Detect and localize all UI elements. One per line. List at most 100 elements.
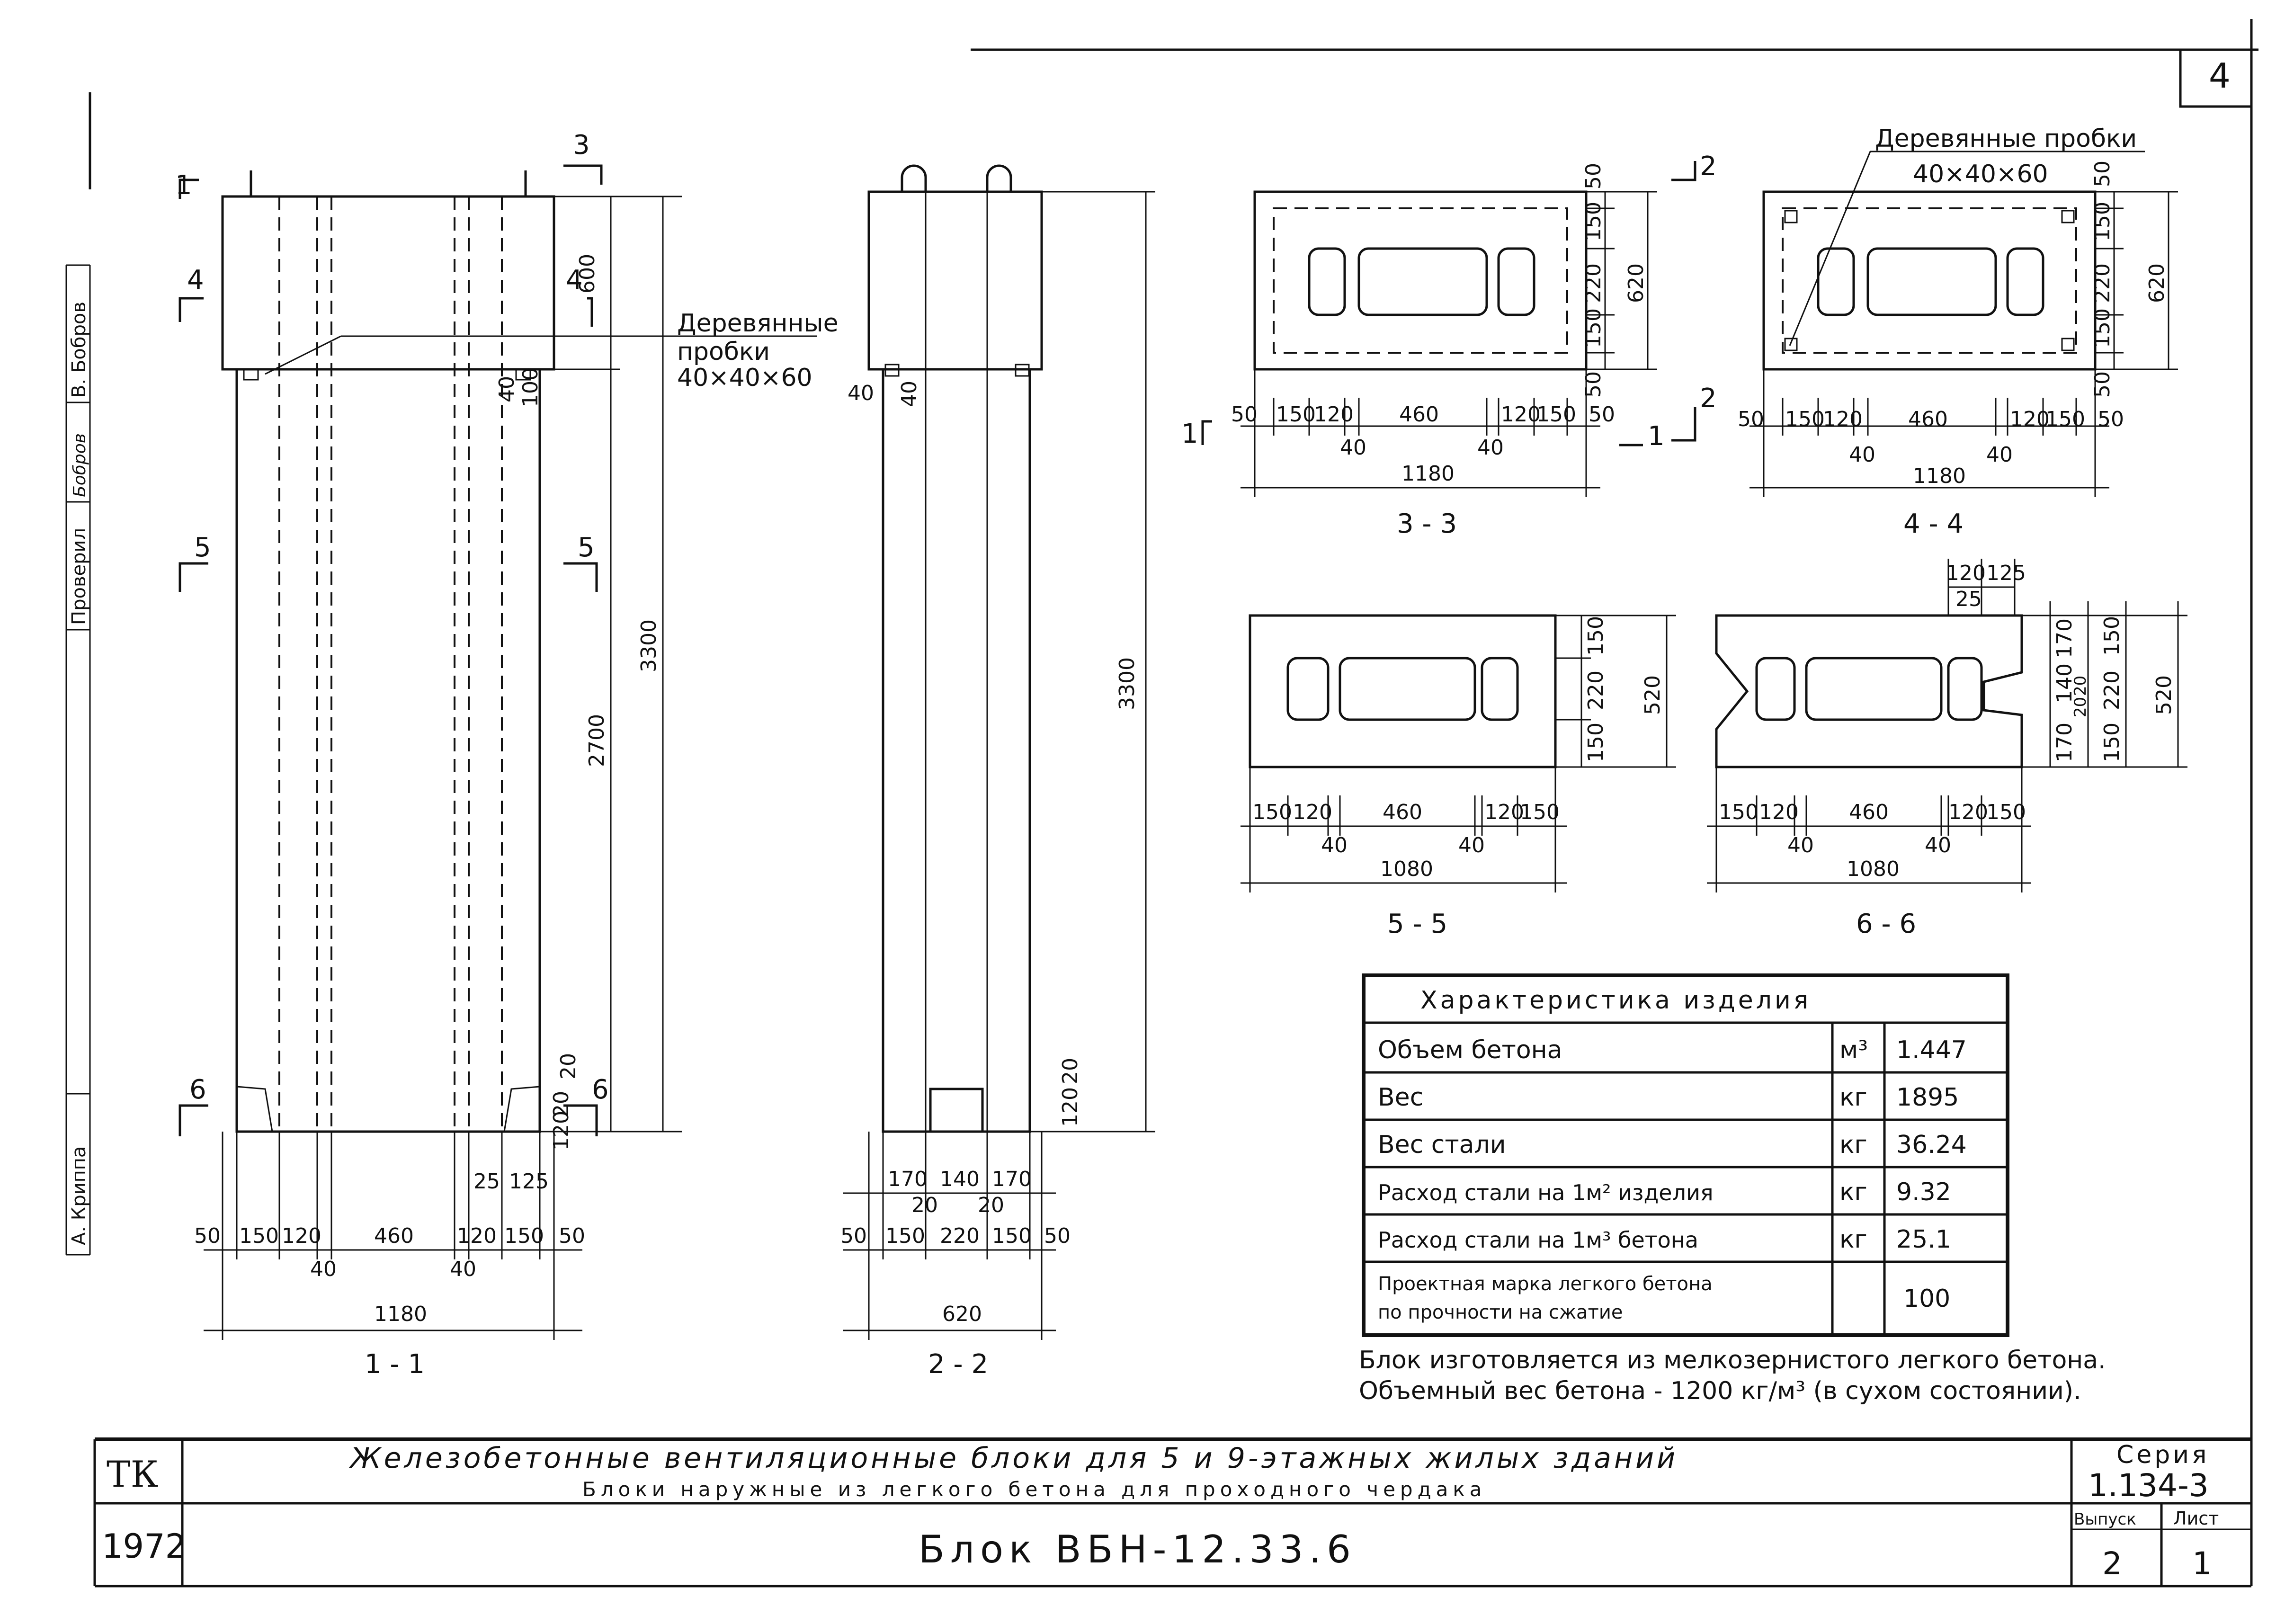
- svg-text:5: 5: [578, 532, 595, 563]
- checked-label: Проверил: [68, 528, 90, 625]
- dim-4-4-h1: 150: [1785, 407, 1825, 431]
- note-wood-plugs-4-size: 40×40×60: [1913, 160, 2048, 188]
- dim-2-2-sub1: 20: [978, 1193, 1004, 1217]
- dim-1-1-125: 125: [509, 1169, 549, 1194]
- label-section-6-6: 6 - 6: [1856, 909, 1916, 939]
- sheet-value: 1: [2192, 1545, 2212, 1582]
- row-0-unit: м³: [1839, 1036, 1868, 1064]
- dim-1-1-100: 100: [518, 367, 543, 407]
- svg-text:4: 4: [187, 265, 204, 295]
- notes: Блок изготовляется из мелкозернистого ле…: [1359, 1346, 2106, 1405]
- dim-3-3-h5: 150: [1536, 402, 1576, 427]
- issue-value: 2: [2102, 1545, 2122, 1582]
- dim-6-6-t0: 120: [1946, 561, 1986, 585]
- dim-1-1-600: 600: [575, 254, 599, 294]
- author-name: А. Криппа: [68, 1146, 90, 1245]
- side-stamp: Проверил Бобров В. Бобров А. Криппа: [65, 264, 91, 1256]
- dim-4-4-h0: 50: [1738, 407, 1764, 431]
- dim-1-1-25: 25: [473, 1169, 500, 1194]
- dim-2-2-t1: 140: [940, 1167, 980, 1191]
- label-section-5-5: 5 - 5: [1387, 909, 1447, 939]
- note-wood-plugs-4: Деревянные пробки: [1875, 125, 2137, 153]
- svg-text:4: 4: [566, 265, 583, 295]
- svg-text:2: 2: [1700, 151, 1717, 182]
- dim-6-6-sub1: 40: [1925, 833, 1951, 857]
- dim-3-3-v1: 150: [1581, 202, 1606, 241]
- title-main: Железобетонные вентиляционные блоки для …: [348, 1442, 1678, 1475]
- dim-4-4-h6: 50: [2098, 407, 2124, 431]
- label-section-3-3: 3 - 3: [1397, 509, 1457, 539]
- row-5-value: 100: [1903, 1285, 1950, 1313]
- dim-6-6-vi4: 170: [2053, 723, 2077, 762]
- dim-3-3-total: 1180: [1401, 462, 1455, 486]
- dim-5-5-v1: 220: [1584, 670, 1608, 710]
- dim-4-4-v0: 50: [2090, 161, 2115, 187]
- dim-2-2-h3: 150: [992, 1224, 1032, 1248]
- svg-text:1: 1: [1181, 419, 1198, 449]
- dim-1-1-h4: 120: [457, 1224, 497, 1248]
- dim-5-5-total: 1080: [1380, 857, 1433, 881]
- org-code: ТК: [107, 1453, 159, 1495]
- row-2-name: Вес стали: [1378, 1131, 1506, 1159]
- dim-4-4-h3: 460: [1908, 407, 1948, 431]
- checked-name: В. Бобров: [68, 302, 90, 398]
- section-6-6: 170 140 20 20 170 150 220 150 520 120 12…: [1707, 559, 2187, 939]
- dim-1-1-total: 1180: [374, 1302, 427, 1326]
- dim-1-1-3300: 3300: [637, 619, 661, 672]
- block-name: Блок ВБН-12.33.6: [919, 1527, 1357, 1571]
- dim-6-6-total-h: 520: [2152, 675, 2176, 715]
- dim-2-2-3300: 3300: [1115, 657, 1139, 710]
- issue-label: Выпуск: [2074, 1510, 2136, 1529]
- dim-4-4-v1: 150: [2090, 202, 2115, 241]
- dim-6-6-total: 1080: [1847, 857, 1900, 881]
- dim-3-3-v3: 150: [1581, 308, 1606, 348]
- section-2-2: 3300 40 40 20 120 170 140 170 20 20 50 1…: [840, 164, 1155, 1380]
- row-1-value: 1895: [1896, 1083, 1959, 1112]
- sheet-number: 4: [2209, 56, 2231, 96]
- dim-4-4-h5: 150: [2045, 407, 2085, 431]
- dim-5-5-sub0: 40: [1321, 833, 1348, 857]
- svg-text:2: 2: [1700, 383, 1717, 414]
- note-wood-plugs-1: Деревянные: [677, 309, 839, 338]
- section-1-1: 3 4 4 5 5 6 6 1 600 2700 3300 Деревянные…: [175, 130, 839, 1380]
- dim-2-2-h0: 50: [840, 1224, 867, 1248]
- row-5-name: Проектная марка легкого бетона: [1378, 1273, 1713, 1295]
- dim-6-6-h2: 460: [1849, 800, 1889, 824]
- dim-2-2-h2: 220: [940, 1224, 980, 1248]
- dim-2-2-total: 620: [942, 1302, 982, 1326]
- dim-3-3-h4: 120: [1501, 402, 1541, 427]
- row-3-unit: кг: [1839, 1178, 1867, 1206]
- dim-1-1-20a: 20: [556, 1053, 580, 1080]
- row-4-name: Расход стали на 1м³ бетона: [1378, 1227, 1698, 1253]
- dim-6-6-vi0: 170: [2053, 618, 2077, 658]
- dim-2-2-s1: 40: [897, 381, 921, 407]
- label-section-4-4: 4 - 4: [1903, 509, 1964, 539]
- dim-3-3-total-h: 620: [1624, 263, 1648, 303]
- dim-2-2-t2: 170: [992, 1167, 1032, 1191]
- row-1-name: Вес: [1378, 1083, 1423, 1112]
- title-block: ТК 1972 Железобетонные вентиляционные бл…: [95, 1437, 2251, 1586]
- dim-1-1-h2: 120: [282, 1224, 321, 1248]
- characteristics-table: Характеристика изделия Объем бетона м³ 1…: [1362, 973, 2009, 1337]
- dim-6-6-h1: 120: [1759, 800, 1799, 824]
- section-4-4: Деревянные пробки 40×40×60 50 150 220 15…: [1738, 125, 2178, 539]
- dim-2-2-s0: 40: [848, 381, 874, 405]
- svg-text:3: 3: [573, 130, 590, 161]
- row-0-value: 1.447: [1896, 1036, 1967, 1064]
- dim-6-6-vi3: 20: [2071, 697, 2090, 717]
- svg-text:1: 1: [1648, 421, 1665, 452]
- dim-2-2-t0: 170: [888, 1167, 928, 1191]
- dim-1-1-sub1: 40: [450, 1257, 476, 1281]
- dim-4-4-sub0: 40: [1849, 443, 1875, 467]
- dim-3-3-sub1: 40: [1477, 436, 1504, 460]
- dim-5-5-total-h: 520: [1641, 675, 1665, 715]
- svg-text:6: 6: [592, 1074, 609, 1105]
- dim-2-2-s2: 20: [1058, 1058, 1082, 1084]
- dim-1-1-20b: 20: [549, 1091, 573, 1117]
- dim-5-5-h4: 150: [1520, 800, 1560, 824]
- dim-4-4-sub1: 40: [1986, 443, 2013, 467]
- label-section-1-1: 1 - 1: [365, 1349, 425, 1380]
- dim-2-2-sub0: 20: [911, 1193, 938, 1217]
- note-line-2: Объемный вес бетона - 1200 кг/м³ (в сухо…: [1359, 1377, 2081, 1405]
